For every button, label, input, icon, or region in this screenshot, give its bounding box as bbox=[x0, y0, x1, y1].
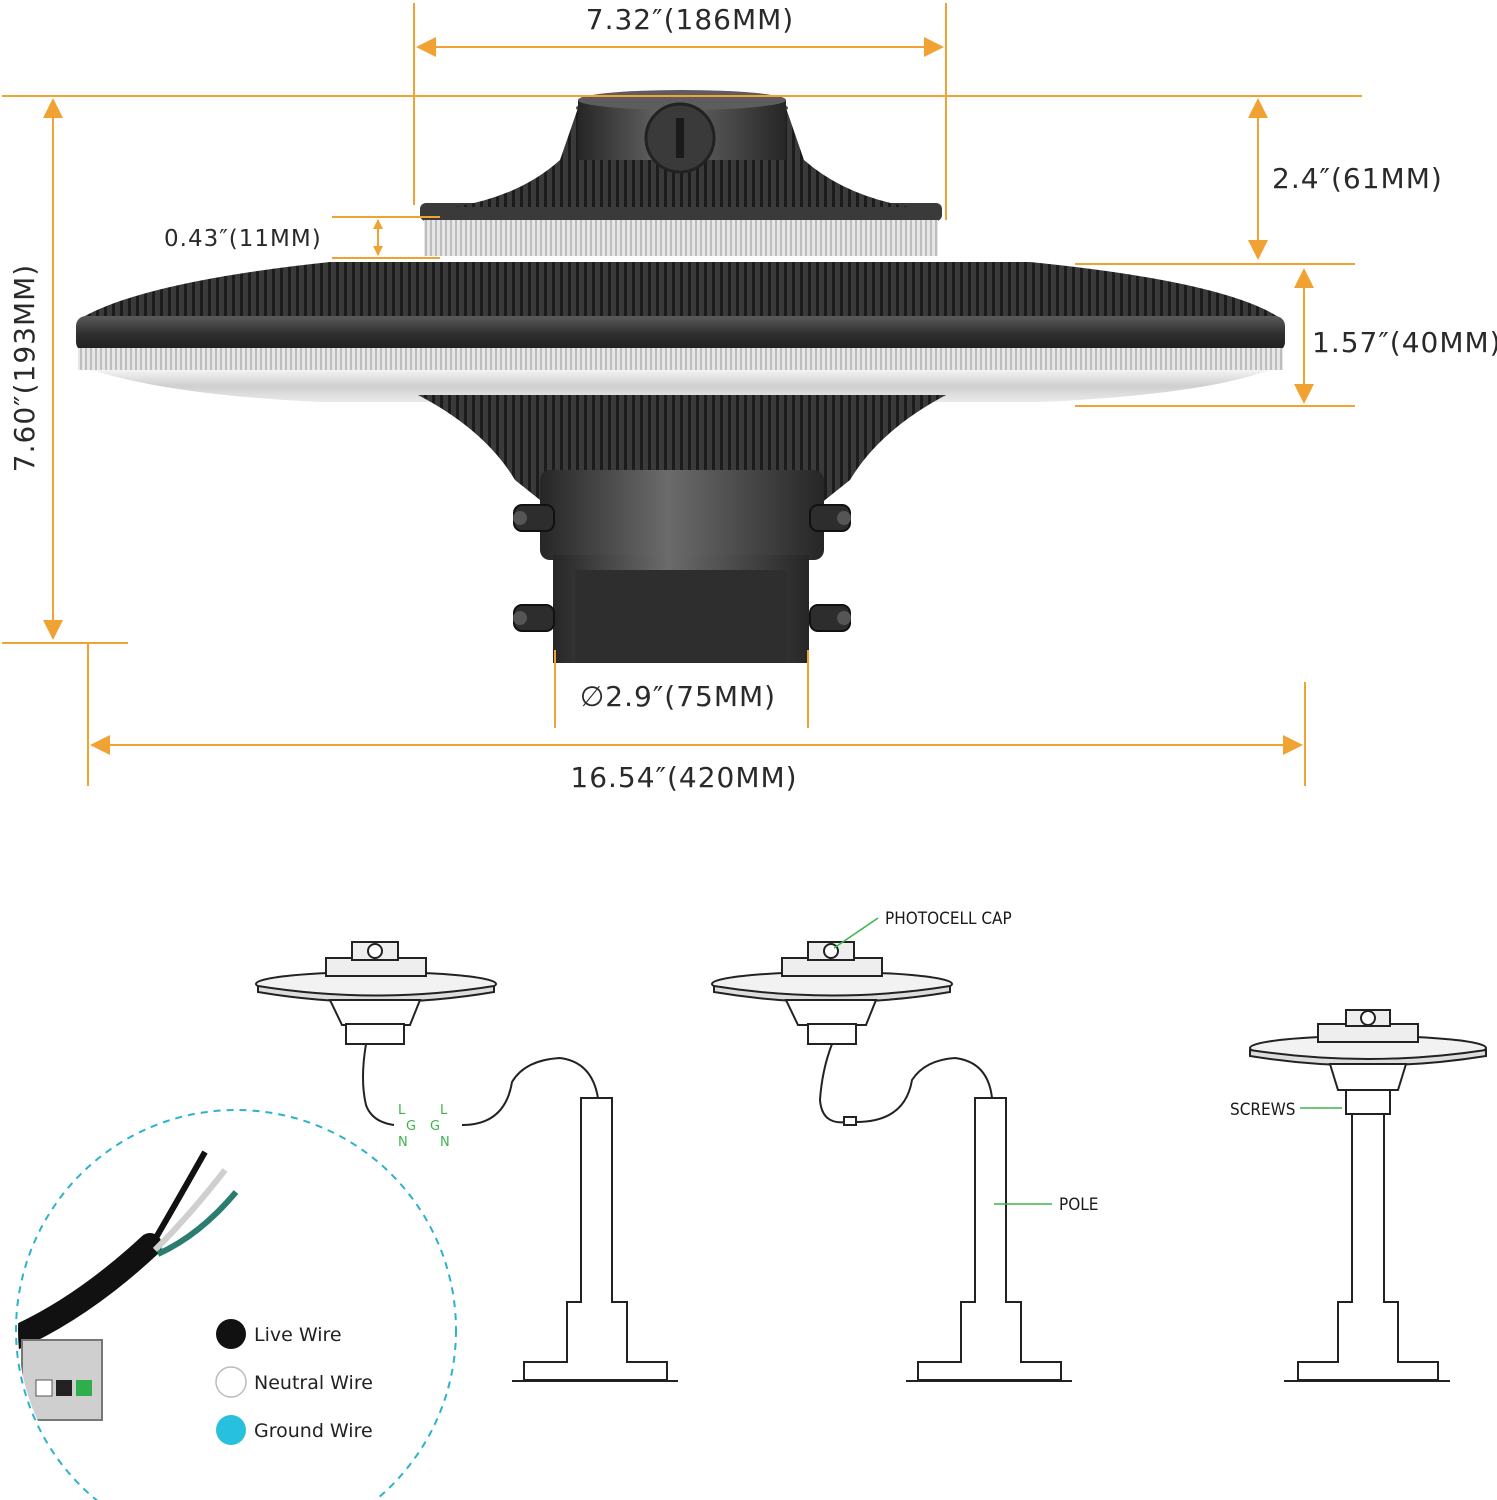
fixture-disc-underside bbox=[92, 370, 1270, 402]
total-height-label: 7.60″(193MM) bbox=[8, 264, 41, 472]
svg-text:G: G bbox=[406, 1119, 416, 1134]
photocell-cap-icon bbox=[367, 943, 383, 959]
screw-icon bbox=[809, 504, 851, 532]
callout-lines bbox=[833, 917, 1342, 1205]
photocell-cap-icon bbox=[1360, 1010, 1376, 1026]
fixture-upper-ring bbox=[420, 203, 942, 221]
photocell-cap-callout: PHOTOCELL CAP bbox=[885, 909, 1012, 929]
total-width-label: 16.54″(420MM) bbox=[570, 761, 797, 794]
slip-fitter-diameter-label: ∅2.9″(75MM) bbox=[580, 680, 776, 713]
fixture-illustration bbox=[76, 90, 1285, 663]
ground-wire-swatch bbox=[216, 1415, 246, 1445]
dimension-lines bbox=[2, 3, 1362, 786]
connector-letters: L G N L G N bbox=[398, 1103, 450, 1150]
cable-icon bbox=[18, 1233, 162, 1352]
fixture-upper-lens bbox=[424, 220, 938, 256]
live-wire-label: Live Wire bbox=[254, 1324, 342, 1346]
installation-step-1 bbox=[255, 941, 678, 1382]
screw-icon bbox=[513, 604, 555, 632]
top-height-label: 2.4″(61MM) bbox=[1272, 162, 1443, 195]
svg-text:N: N bbox=[440, 1135, 450, 1150]
pole-outline bbox=[917, 1097, 1062, 1381]
fixture-slip-fitter-collar bbox=[540, 470, 824, 560]
svg-text:L: L bbox=[440, 1103, 448, 1118]
ring-height-label: 0.43″(11MM) bbox=[164, 226, 322, 252]
live-wire-swatch bbox=[216, 1319, 246, 1349]
neutral-wire-swatch bbox=[215, 1366, 247, 1398]
screws-callout: SCREWS bbox=[1230, 1100, 1296, 1120]
ground-wire-label: Ground Wire bbox=[254, 1420, 373, 1442]
installation-step-3 bbox=[1249, 1009, 1487, 1382]
pole-outline bbox=[1297, 1113, 1439, 1381]
pole-callout: POLE bbox=[1059, 1195, 1098, 1215]
top-width-label: 7.32″(186MM) bbox=[586, 3, 794, 36]
screw-icon bbox=[513, 504, 555, 532]
body-height-label: 1.57″(40MM) bbox=[1312, 326, 1497, 359]
wire-detail-circle bbox=[15, 1109, 457, 1500]
dimension-labels: 7.32″(186MM) 2.4″(61MM) 0.43″(11MM) 1.57… bbox=[8, 3, 1497, 794]
fixture-lens-band bbox=[78, 348, 1283, 370]
installation-step-2 bbox=[711, 941, 1072, 1382]
fixture-disc-rim bbox=[76, 316, 1285, 352]
svg-text:N: N bbox=[398, 1135, 408, 1150]
pole-outline bbox=[523, 1097, 668, 1381]
svg-text:L: L bbox=[398, 1103, 406, 1118]
wire-legend: Live Wire Neutral Wire Ground Wire bbox=[15, 1109, 457, 1500]
svg-text:G: G bbox=[430, 1119, 440, 1134]
neutral-wire-label: Neutral Wire bbox=[254, 1372, 373, 1394]
screw-icon bbox=[809, 604, 851, 632]
fixture-disc-top bbox=[78, 262, 1283, 320]
